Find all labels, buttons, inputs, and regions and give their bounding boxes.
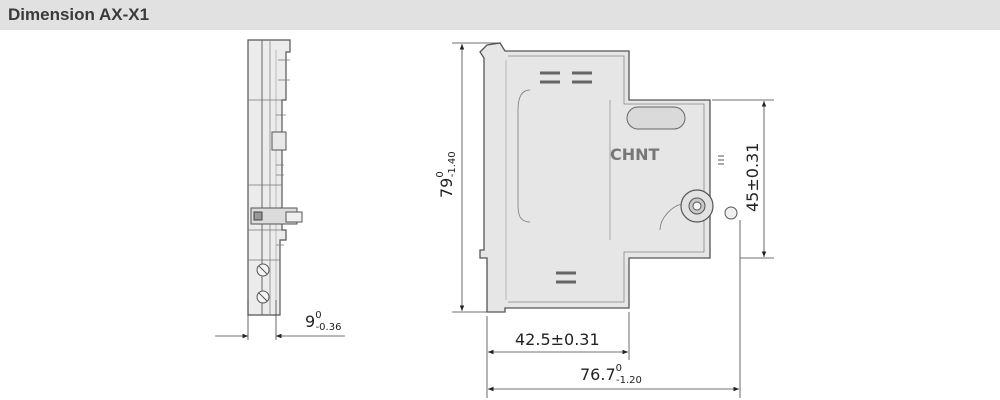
front-view bbox=[452, 42, 774, 398]
side-width-label: 90-0.36 bbox=[305, 310, 341, 333]
inner-height-label: 45±0.31 bbox=[743, 143, 762, 212]
section-header: Dimension AX-X1 bbox=[0, 0, 1000, 30]
dimension-drawing: 90-0.36 CHNT 790-1.40 bbox=[215, 39, 774, 398]
brand-logo: CHNT bbox=[610, 145, 660, 164]
inner-width-label: 42.5±0.31 bbox=[515, 330, 600, 349]
side-view bbox=[215, 39, 345, 340]
total-width-label: 76.70-1.20 bbox=[580, 363, 642, 386]
section-title: Dimension AX-X1 bbox=[8, 5, 150, 24]
height-label: 790-1.40 bbox=[435, 151, 458, 198]
